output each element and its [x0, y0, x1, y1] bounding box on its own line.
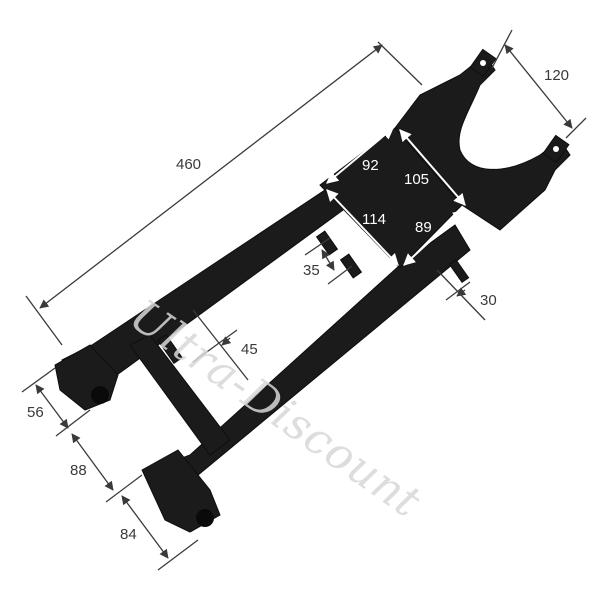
dim-right-tab: 30 — [480, 292, 497, 309]
dim-plate-bottom-left: 114 — [362, 211, 386, 228]
dimension-lines — [21, 29, 587, 571]
dim-plate-bottom-right: 89 — [415, 219, 432, 236]
dim-tab-spacing: 35 — [303, 262, 320, 279]
plate-dimension-lines — [326, 127, 466, 266]
rear-pivot-hole — [196, 509, 214, 527]
dim-plate-top-left: 92 — [362, 157, 379, 174]
dim-plate-top-right: 105 — [404, 171, 430, 188]
dim-fork-width: 120 — [544, 67, 570, 84]
dim-overall-length: 460 — [176, 156, 202, 173]
dim-pivot-rear: 84 — [120, 526, 137, 543]
dim-left-tab: 45 — [241, 341, 258, 358]
front-pivot-hole — [91, 386, 109, 404]
dim-pivot-front: 56 — [27, 404, 44, 421]
dim-pivot-gap: 88 — [70, 462, 87, 479]
